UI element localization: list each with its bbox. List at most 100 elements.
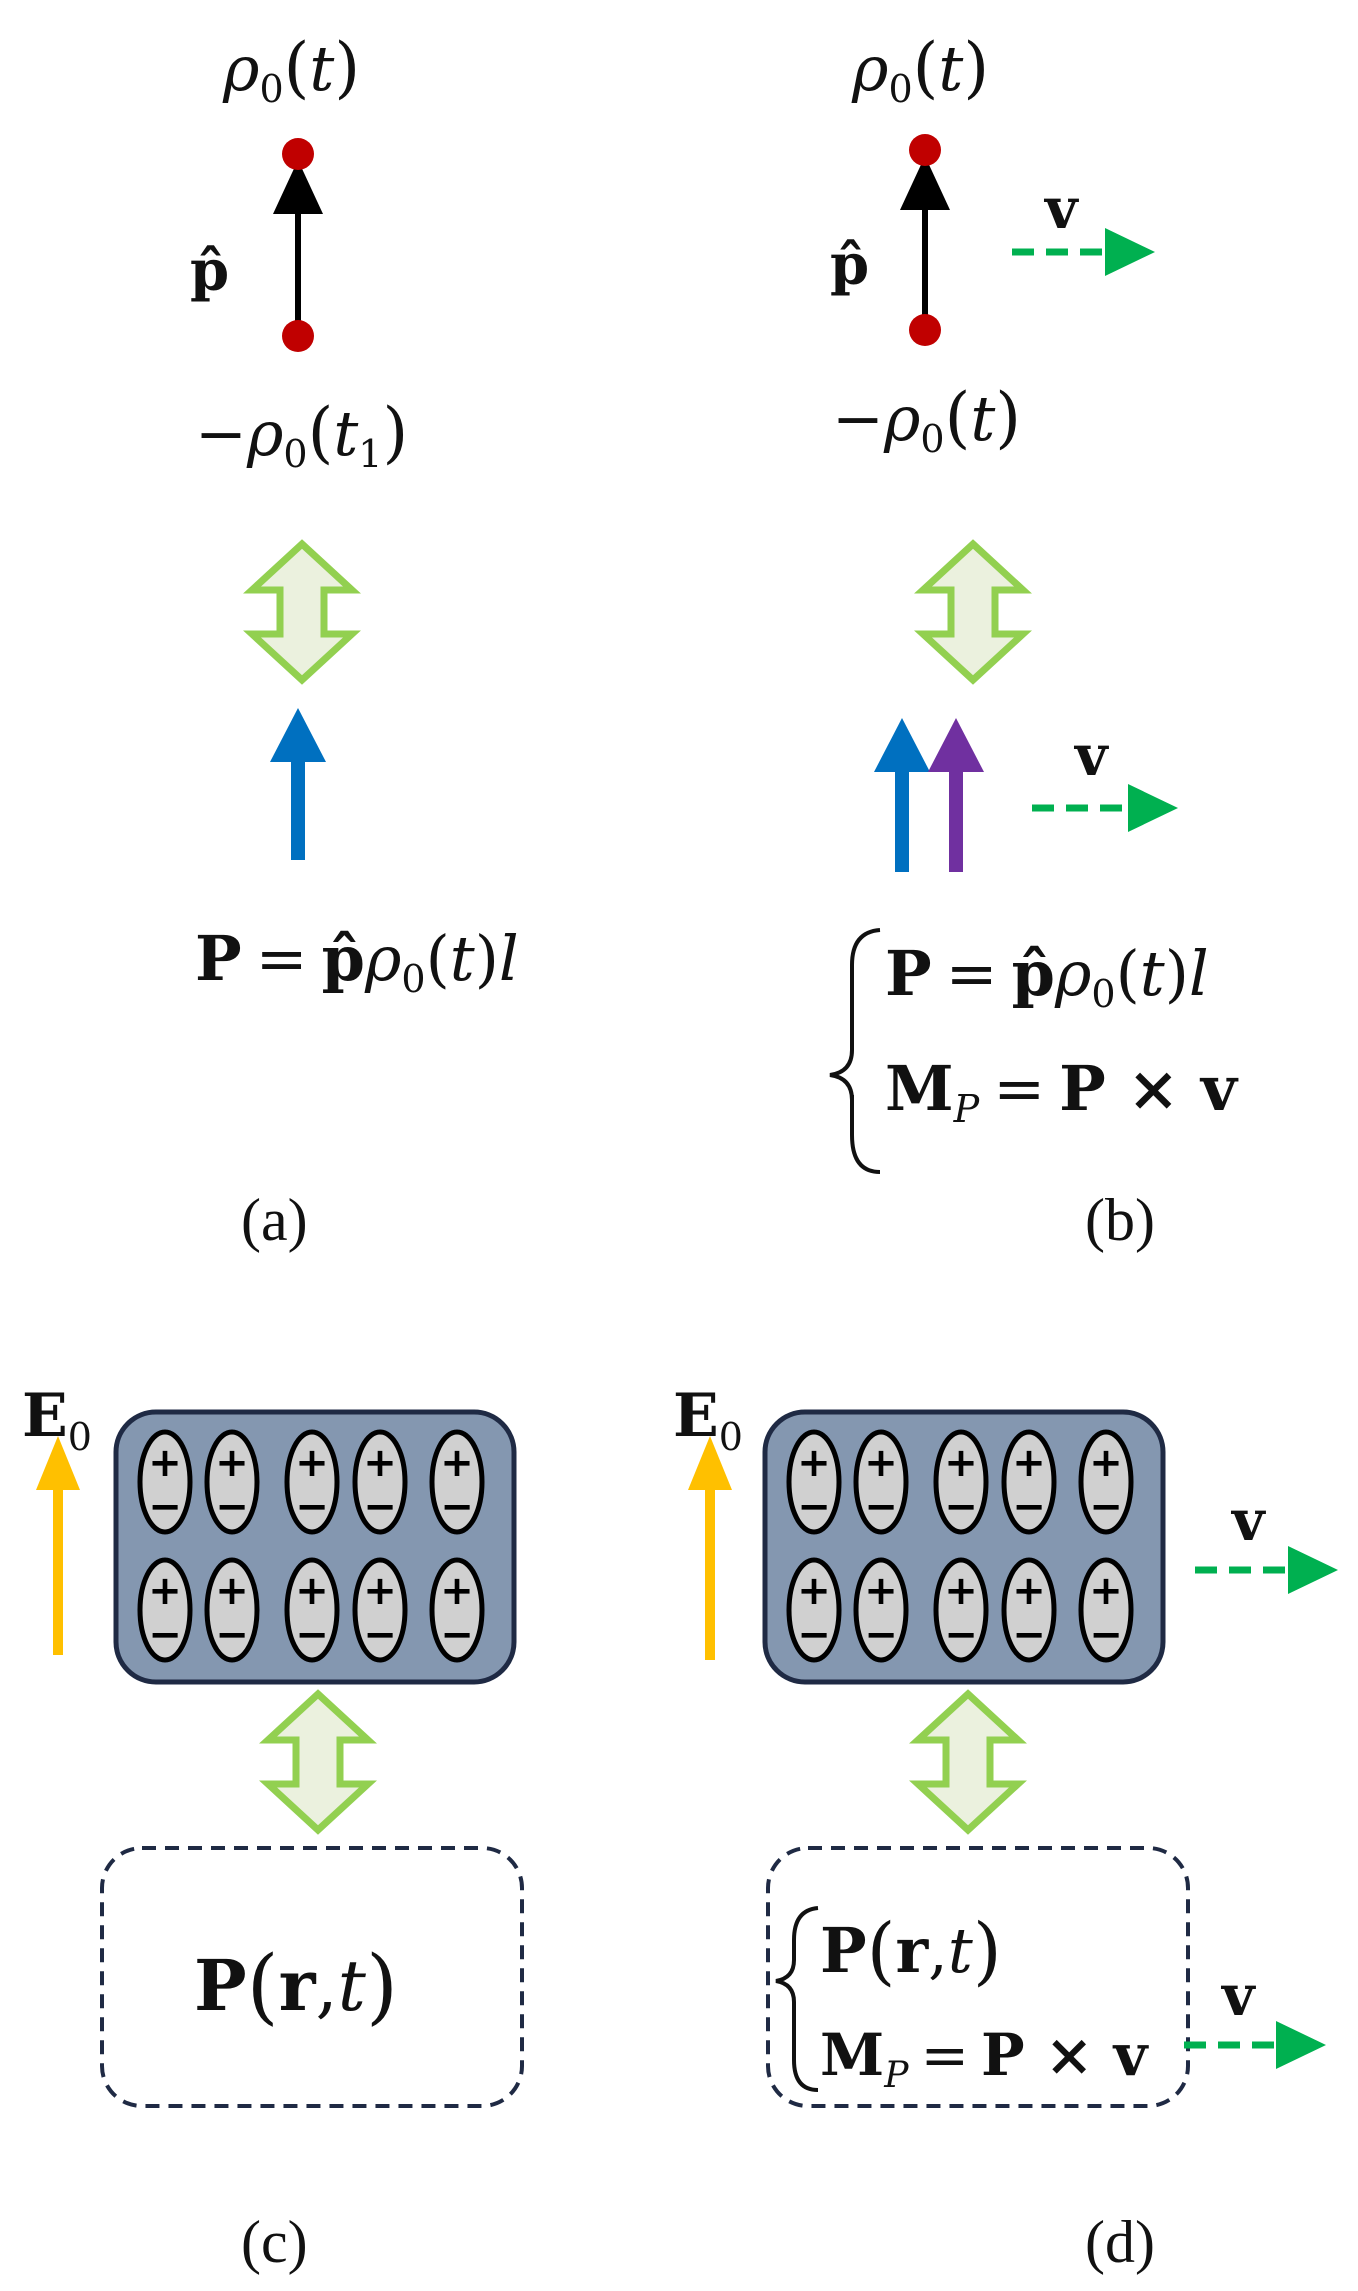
positive-charge	[909, 134, 941, 166]
dipole-2-4: +−	[1001, 1557, 1057, 1663]
polarization-arrow-head	[874, 718, 930, 772]
plus-sign: +	[864, 1440, 898, 1486]
plus-sign: +	[944, 1440, 978, 1486]
caption-b: (b)	[1085, 1187, 1155, 1253]
minus-sign: −	[440, 1484, 474, 1530]
polarization-field-label: P(r,t)	[194, 1939, 398, 2034]
bottom-charge-label: −ρ0(t)	[832, 379, 1021, 461]
dipole-1-2: +−	[853, 1429, 909, 1535]
field-label: E0	[673, 1381, 743, 1459]
plus-sign: +	[1089, 1568, 1123, 1614]
dipole-arrow-head	[273, 160, 323, 214]
negative-charge	[909, 314, 941, 346]
minus-sign: −	[148, 1484, 182, 1530]
dipole-1-4: +−	[1001, 1429, 1057, 1535]
dipole-1-3: +−	[933, 1429, 989, 1535]
dipole-2-2: +−	[853, 1557, 909, 1663]
dipole-1-1: +−	[786, 1429, 842, 1535]
dipole-2-3: +−	[933, 1557, 989, 1663]
equation-brace	[775, 1906, 819, 2092]
minus-sign: −	[363, 1484, 397, 1530]
dipole-grid: +−+−+−+−+−+−+−+−+−+−	[786, 1429, 1134, 1663]
plus-sign: +	[215, 1440, 249, 1486]
plus-sign: +	[797, 1568, 831, 1614]
plus-sign: +	[215, 1568, 249, 1614]
minus-sign: −	[215, 1484, 249, 1530]
dipole-1-5: +−	[1078, 1429, 1134, 1535]
panel-b: ρ0(t) p̂ v −ρ0(t) v P=p̂ρ0(t)l MP=P × v …	[829, 29, 1239, 1253]
plus-sign: +	[440, 1568, 474, 1614]
velocity-arrow-head	[1288, 1546, 1338, 1594]
top-charge-label: ρ0(t)	[851, 29, 989, 111]
equation-brace	[829, 928, 881, 1174]
equivalence-arrow	[918, 1694, 1018, 1830]
minus-sign: −	[148, 1612, 182, 1658]
equation-box	[766, 1846, 1190, 2108]
plus-sign: +	[363, 1568, 397, 1614]
dipole-grid: +−+−+−+−+−+−+−+−+−+−	[137, 1429, 485, 1663]
velocity-arrow-2-head	[1276, 2021, 1326, 2069]
top-charge-label: ρ0(t)	[222, 29, 360, 111]
dipole-1-3: +−	[284, 1429, 340, 1535]
panel-a: ρ0(t) p̂ −ρ0(t1) P=p̂ρ0(t)l (a)	[190, 29, 519, 1253]
polarization-field-label: P(r,t)	[820, 1908, 1002, 1994]
dipole-1-1: +−	[137, 1429, 193, 1535]
plus-sign: +	[295, 1440, 329, 1486]
field-arrow-head	[36, 1436, 80, 1490]
minus-sign: −	[944, 1612, 978, 1658]
dipole-2-1: +−	[137, 1557, 193, 1663]
plus-sign: +	[1012, 1440, 1046, 1486]
dipole-unit-vector: p̂	[190, 238, 229, 304]
equivalence-arrow	[923, 544, 1023, 680]
positive-charge	[282, 138, 314, 170]
plus-sign: +	[363, 1440, 397, 1486]
minus-sign: −	[215, 1612, 249, 1658]
caption-d: (d)	[1085, 2209, 1155, 2275]
minus-sign: −	[797, 1612, 831, 1658]
dipole-1-4: +−	[352, 1429, 408, 1535]
dipole-2-5: +−	[429, 1557, 485, 1663]
dipole-1-5: +−	[429, 1429, 485, 1535]
field-arrow-head	[688, 1436, 732, 1490]
velocity-label-2: v	[1220, 1963, 1256, 2029]
minus-sign: −	[864, 1484, 898, 1530]
minus-sign: −	[363, 1612, 397, 1658]
dipole-2-5: +−	[1078, 1557, 1134, 1663]
equivalence-arrow	[268, 1694, 368, 1830]
field-label: E0	[22, 1381, 92, 1459]
minus-sign: −	[1012, 1612, 1046, 1658]
bottom-charge-label: −ρ0(t1)	[195, 394, 408, 476]
minus-sign: −	[1089, 1612, 1123, 1658]
minus-sign: −	[1089, 1484, 1123, 1530]
minus-sign: −	[797, 1484, 831, 1530]
negative-charge	[282, 320, 314, 352]
panel-c: E0 +−+−+−+−+−+−+−+−+−+− P(r,t) (c)	[22, 1381, 524, 2275]
dipole-2-3: +−	[284, 1557, 340, 1663]
minus-sign: −	[440, 1612, 474, 1658]
minus-sign: −	[944, 1484, 978, 1530]
polarization-box	[100, 1846, 524, 2108]
dipole-2-4: +−	[352, 1557, 408, 1663]
plus-sign: +	[864, 1568, 898, 1614]
dipole-arrow-head	[900, 156, 950, 210]
plus-sign: +	[295, 1568, 329, 1614]
minus-sign: −	[295, 1484, 329, 1530]
magnetization-equation: MP=P × v	[820, 2021, 1150, 2096]
plus-sign: +	[797, 1440, 831, 1486]
velocity-arrow-2-head	[1128, 784, 1178, 832]
dipole-2-2: +−	[204, 1557, 260, 1663]
velocity-label: v	[1043, 176, 1079, 242]
minus-sign: −	[864, 1612, 898, 1658]
magnetization-arrow-head	[928, 718, 984, 772]
polarization-arrow-head	[270, 708, 326, 762]
velocity-label: v	[1230, 1488, 1266, 1554]
polarization-equation: P=p̂ρ0(t)l	[195, 922, 519, 1001]
plus-sign: +	[1089, 1440, 1123, 1486]
velocity-arrow-head	[1105, 228, 1155, 276]
plus-sign: +	[148, 1568, 182, 1614]
minus-sign: −	[1012, 1484, 1046, 1530]
plus-sign: +	[1012, 1568, 1046, 1614]
plus-sign: +	[944, 1568, 978, 1614]
velocity-label-2: v	[1073, 723, 1109, 789]
minus-sign: −	[295, 1612, 329, 1658]
